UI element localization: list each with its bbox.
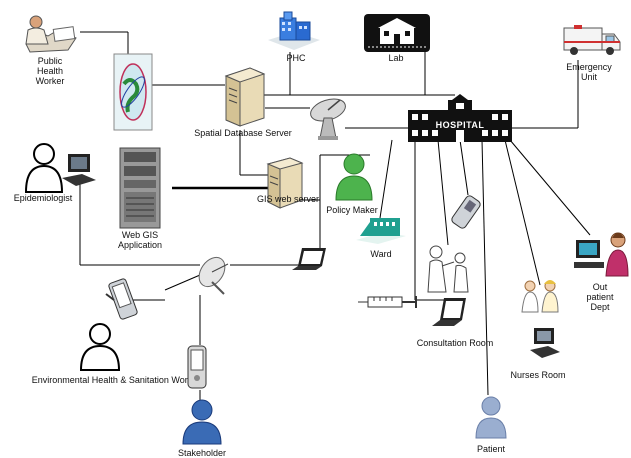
- epidemiologist-node: [24, 142, 68, 193]
- environmental-worker-node: [78, 322, 124, 372]
- public-health-worker-label: Public Health Worker: [35, 56, 65, 86]
- hospital-building-icon: [408, 94, 512, 142]
- policy-maker-node: [334, 152, 374, 202]
- hospital-drop-phone: [459, 139, 469, 196]
- out-patient-dept-label: Out patient Dept: [586, 282, 614, 312]
- link-dish2-tablet: [164, 274, 201, 291]
- globe-icon: [113, 53, 153, 131]
- worker-at-desk-icon: [25, 15, 77, 53]
- doctor-examining-icon: [427, 245, 469, 293]
- nurses-room-label: Nurses Room: [510, 370, 566, 380]
- spatial-database-server-node: [222, 66, 266, 127]
- satellite-dish-icon: [310, 98, 346, 140]
- hospital-sign: HOSPITAL: [435, 120, 485, 130]
- stakeholder-node: [180, 398, 224, 446]
- satellite-dish-node: [308, 96, 348, 142]
- ward-icon: [356, 218, 406, 244]
- ward-label: Ward: [370, 249, 392, 259]
- clinic-building-icon: [268, 11, 320, 50]
- hospital-drop-nurses: [504, 139, 541, 286]
- hospital-drop-2: [437, 139, 449, 246]
- web-gis-application-node: [118, 147, 164, 229]
- spatial-database-server-label: Spatial Database Server: [194, 128, 292, 138]
- epidemiologist-label: Epidemiologist: [13, 193, 73, 203]
- environmental-worker-label: Environmental Health & Sanitation Worker: [31, 375, 201, 385]
- policy-maker-label: Policy Maker: [326, 205, 378, 215]
- lab-building-icon: [364, 14, 430, 52]
- gis-web-server-label: GIS web server: [256, 194, 320, 204]
- nurses-icon: [521, 280, 559, 313]
- phc-label: PHC: [286, 53, 306, 63]
- person-silhouette-icon: [79, 323, 121, 371]
- syringe-icon: [358, 296, 417, 308]
- desktop-computer-icon: [62, 154, 96, 186]
- receptionist-icon: [574, 232, 629, 277]
- person-silhouette-icon: [335, 153, 373, 201]
- stakeholder-label: Stakeholder: [177, 448, 227, 458]
- lab-node: [364, 14, 430, 52]
- person-silhouette-icon: [24, 143, 64, 193]
- laptop-icon: [292, 248, 326, 270]
- web-gis-application-label: Web GIS Application: [117, 230, 163, 250]
- hospital-drop-ward: [379, 139, 393, 219]
- desktop-computer-icon: [530, 328, 560, 358]
- server-tower-icon: [119, 147, 161, 229]
- laptop-icon: [432, 298, 466, 326]
- mobile-phone-icon: [451, 195, 481, 229]
- lab-label: Lab: [388, 53, 404, 63]
- hospital-node: HOSPITAL: [408, 94, 512, 142]
- satellite-dish-icon: [198, 256, 229, 295]
- gis-web-server-node: [264, 156, 304, 209]
- syringe-node: [358, 292, 420, 312]
- consultation-room-label: Consultation Room: [416, 338, 494, 348]
- doctor-node: [420, 244, 472, 294]
- pda-icon: [187, 345, 207, 389]
- patient-label: Patient: [476, 444, 506, 454]
- ambulance-icon: [563, 25, 621, 55]
- globe-node: [113, 53, 153, 131]
- nurses-computer-node: [530, 326, 560, 360]
- epidemiologist-computer-node: [62, 152, 96, 188]
- ward-node: [356, 214, 406, 244]
- emergency-unit-label: Emergency Unit: [566, 62, 612, 82]
- patient-node: [474, 394, 508, 440]
- emergency-node: [562, 24, 622, 58]
- central-satellite-dish-node: [194, 252, 236, 296]
- server-tower-icon: [224, 67, 266, 127]
- mobile-phone-node: [450, 194, 484, 230]
- server-tower-icon: [266, 157, 304, 209]
- field-pda-node: [104, 274, 140, 322]
- hospital-drop-patient: [481, 139, 489, 396]
- out-patient-dept-node: [574, 230, 630, 278]
- phc-node: [268, 10, 320, 50]
- person-silhouette-icon: [182, 399, 222, 445]
- nurses-node: [518, 278, 564, 318]
- consultation-laptop-node: [430, 296, 470, 336]
- person-silhouette-icon: [475, 396, 507, 439]
- hospital-drop-opd: [509, 139, 591, 236]
- public-health-worker-node: [18, 14, 80, 54]
- stakeholder-pda-node: [186, 344, 210, 390]
- field-laptop-node: [290, 246, 330, 278]
- pda-icon: [105, 278, 138, 320]
